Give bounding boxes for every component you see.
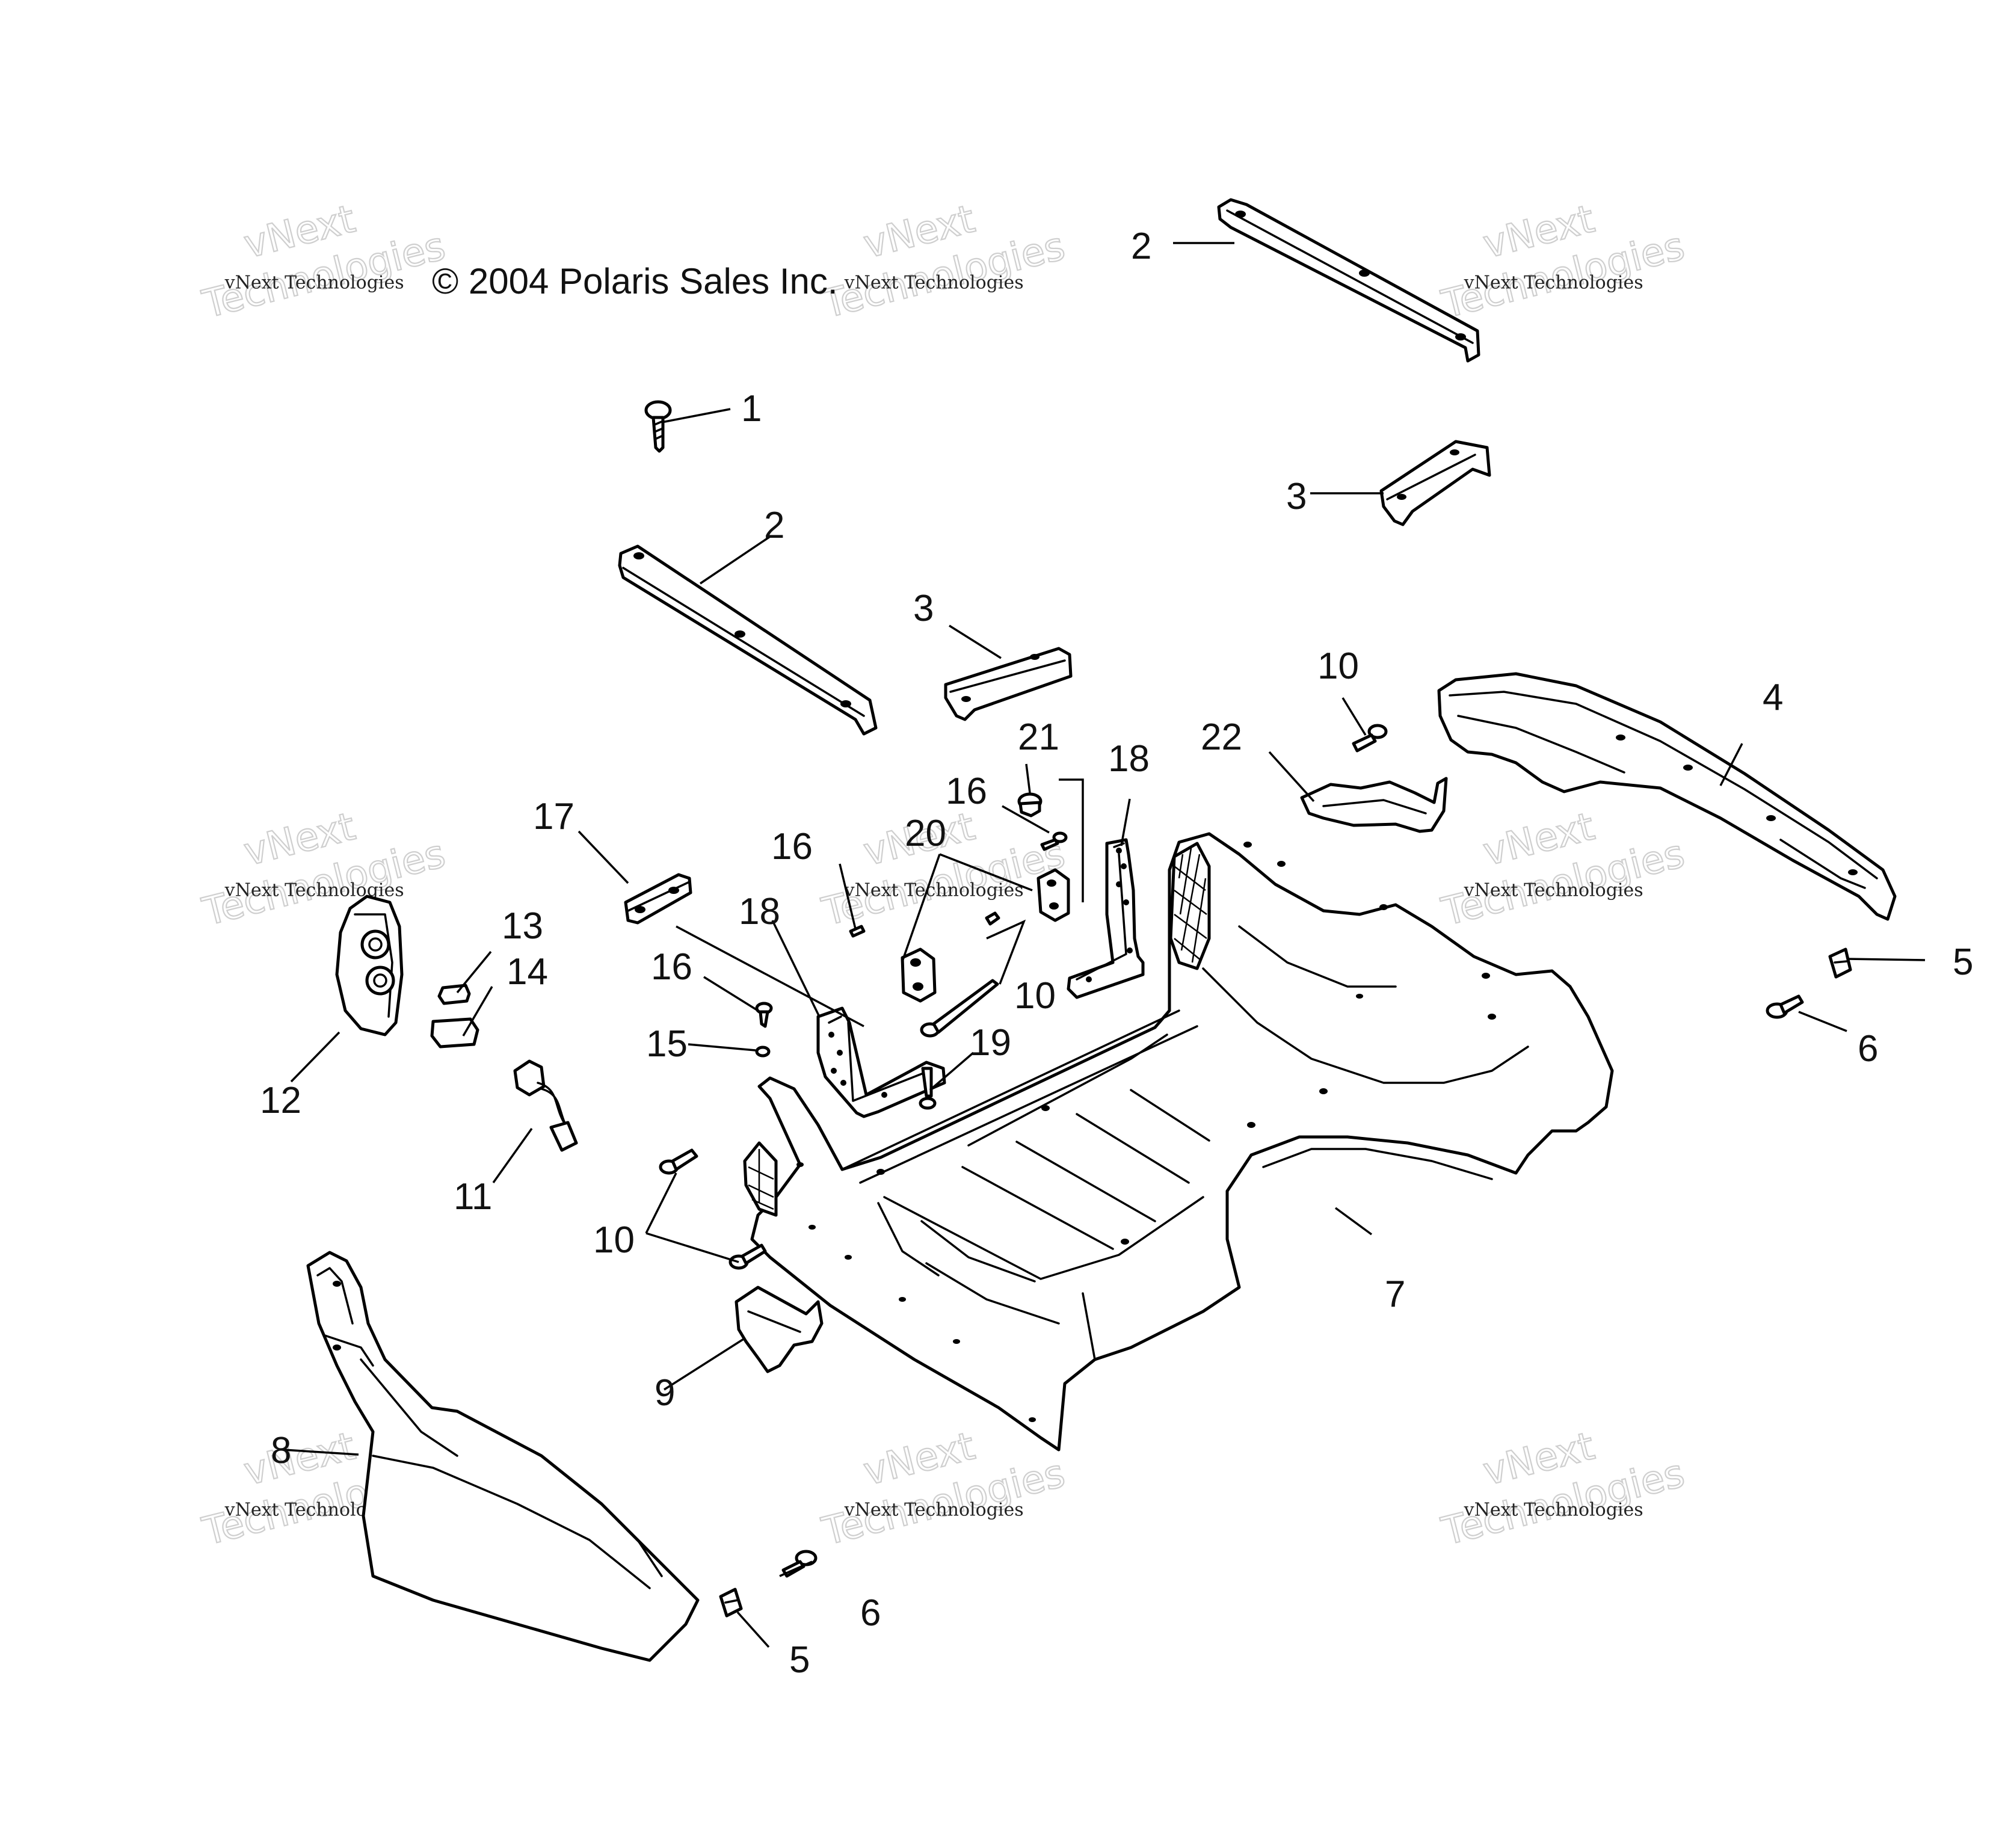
svg-text:vNext Technologies: vNext Technologies — [844, 273, 1024, 294]
part-2-rail-right — [1217, 198, 1480, 363]
callout-5-left: 5 — [789, 1639, 810, 1681]
callout-2-top: 2 — [1131, 226, 1151, 267]
part-2-rail-left — [618, 544, 878, 736]
callout-16-c: 16 — [651, 946, 692, 988]
part-3-bracket-right — [1379, 440, 1491, 526]
svg-text:vNext Technologies: vNext Technologies — [1464, 1500, 1643, 1521]
part-16-screw-c — [755, 1002, 773, 1028]
part-4-fender-right — [1437, 672, 1897, 921]
callout-22: 22 — [1201, 716, 1242, 758]
part-5-clip-right — [1828, 947, 1852, 979]
callout-3-top: 3 — [1286, 476, 1307, 517]
part-11-socket-harness — [513, 1059, 578, 1152]
part-8-rear-bumper — [306, 1251, 700, 1662]
callout-5-right: 5 — [1953, 941, 1973, 983]
callout-15: 15 — [646, 1023, 688, 1065]
part-17-plate — [624, 873, 692, 925]
part-1-screw — [644, 400, 672, 453]
part-18-bracket-right — [1067, 838, 1145, 999]
callout-16-a: 16 — [771, 826, 813, 867]
callout-8: 8 — [271, 1430, 291, 1471]
svg-text:vNext Technologies: vNext Technologies — [844, 1500, 1024, 1521]
part-9-bracket — [735, 1286, 824, 1373]
callout-2-mid: 2 — [764, 505, 784, 546]
part-10-screw-left-a — [659, 1148, 698, 1175]
callout-6-right: 6 — [1858, 1028, 1878, 1070]
part-10-screw-left-b — [728, 1243, 767, 1270]
part-10-screw-mid — [920, 979, 999, 1038]
part-18-bracket-left — [816, 1006, 946, 1118]
callout-7: 7 — [1385, 1274, 1405, 1315]
callout-17: 17 — [533, 796, 574, 837]
part-21-nut — [1017, 792, 1043, 818]
callout-20: 20 — [905, 813, 946, 854]
callout-21: 21 — [1018, 716, 1059, 758]
part-10-screw-top — [1352, 724, 1388, 753]
callout-16-b: 16 — [946, 771, 987, 812]
svg-text:vNext Technologies: vNext Technologies — [844, 880, 1024, 901]
callout-18-right: 18 — [1108, 738, 1150, 780]
leader-lines — [283, 242, 1926, 1648]
callout-4: 4 — [1763, 677, 1783, 718]
part-6-screw-right — [1766, 994, 1804, 1019]
callout-13: 13 — [502, 905, 543, 947]
svg-text:vNext Technologies: vNext Technologies — [1464, 880, 1643, 901]
part-16-screw-a — [1040, 831, 1068, 851]
part-12-taillight — [335, 895, 404, 1036]
callout-11: 11 — [454, 1176, 492, 1218]
callout-10-mid: 10 — [1014, 975, 1056, 1017]
part-20-plates — [901, 868, 1070, 1003]
part-7-rear-body — [743, 832, 1614, 1452]
callout-labels: 1 2 2 3 3 4 5 5 6 6 7 8 9 10 10 10 11 12… — [260, 226, 1973, 1681]
callout-3-mid: 3 — [913, 588, 934, 629]
part-19-screw — [919, 1067, 937, 1110]
part-22-bracket — [1300, 777, 1448, 833]
callout-18-left: 18 — [739, 891, 780, 932]
callout-9: 9 — [654, 1372, 675, 1414]
part-10-screw-stud — [985, 911, 1000, 926]
part-14-bulb — [430, 1017, 479, 1049]
callout-19: 19 — [970, 1022, 1011, 1064]
part-3-bracket-left — [944, 647, 1073, 721]
part-15-nut — [755, 1046, 771, 1058]
svg-text:vNext Technologies: vNext Technologies — [1464, 273, 1643, 294]
callout-14: 14 — [507, 951, 548, 993]
part-13-bulb — [437, 984, 471, 1005]
svg-text:vNext Technologies: vNext Technologies — [224, 273, 404, 294]
part-16-screw-b — [849, 925, 866, 938]
callout-10-top: 10 — [1317, 645, 1359, 687]
callout-6-left: 6 — [860, 1592, 881, 1634]
callout-12: 12 — [260, 1080, 301, 1121]
part-5-clip-left — [719, 1588, 743, 1618]
callout-1: 1 — [741, 388, 762, 430]
callout-10-left: 10 — [593, 1219, 635, 1261]
copyright-notice: © 2004 Polaris Sales Inc. — [432, 261, 838, 301]
